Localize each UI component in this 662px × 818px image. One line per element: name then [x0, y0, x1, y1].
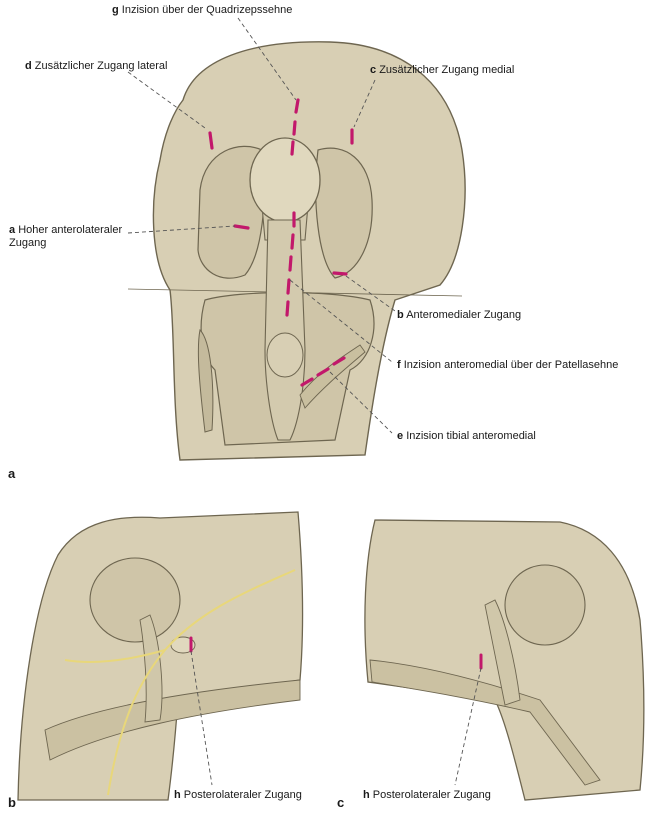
incision-g-quadriceps: [290, 140, 295, 156]
medial-tendon-c: [484, 599, 521, 706]
semimembranosus-c: [369, 659, 601, 786]
incision-b-anteromedial: [332, 271, 348, 276]
iliotibial-band-b: [44, 679, 301, 761]
incision-d-lateral: [208, 131, 214, 150]
leader-lines-panel-a: [127, 17, 396, 434]
incision-e-tibial: [316, 367, 330, 377]
patella: [249, 137, 321, 223]
leader-e: [329, 371, 393, 434]
medial-femoral-condyle: [315, 147, 373, 279]
incision-g-quadriceps: [294, 98, 300, 114]
leader-g: [237, 17, 297, 101]
label-h-posterolateral-c: h Posterolateraler Zugang: [363, 789, 491, 801]
incision-g-quadriceps: [292, 120, 297, 136]
panel-c-knee-medial: [364, 519, 645, 801]
label-c-additional-medial: c Zusätzlicher Zugang medial: [370, 64, 515, 76]
panel-label-b: b: [8, 795, 16, 810]
leader-f: [289, 279, 393, 363]
label-d-additional-lateral: d Zusätzlicher Zugang lateral: [25, 60, 168, 72]
incision-marks-panel-a: [208, 98, 354, 387]
peroneal-nerve: [64, 569, 296, 796]
fibula: [197, 328, 214, 433]
label-b-anteromedial: b Anteromedialer Zugang: [397, 309, 522, 321]
tibial-tuberosity: [266, 332, 304, 378]
lateral-femoral-condyle-b: [89, 557, 181, 643]
label-e-tibial-incision: e Inzision tibial anteromedial: [397, 430, 536, 442]
incision-f-patellar: [290, 233, 295, 250]
leader-h-c: [454, 667, 482, 786]
label-g-quadriceps-incision: g Inzision über der Quadrizepssehne: [112, 4, 293, 16]
incision-f-patellar: [286, 278, 291, 295]
fibular-head-b: [170, 636, 196, 654]
label-f-patellar-incision: f Inzision anteromedial über der Patella…: [397, 359, 619, 371]
leader-d: [127, 71, 206, 129]
leader-a: [127, 225, 236, 234]
panel-label-a: a: [8, 466, 16, 481]
patellar-tendon: [264, 219, 306, 441]
incision-a-anterolateral: [233, 224, 250, 230]
leader-c: [353, 79, 376, 128]
panel-b-knee-lateral: [17, 511, 304, 801]
label-h-posterolateral-b: h Posterolateraler Zugang: [174, 789, 302, 801]
incision-e-tibial: [300, 377, 314, 387]
incision-e-tibial: [332, 356, 346, 366]
incision-f-patellar: [288, 255, 293, 272]
medial-femoral-condyle-c: [504, 564, 586, 646]
panel-a-knee-anterior: [127, 17, 466, 461]
leader-b: [345, 275, 396, 312]
leader-h-b: [190, 650, 213, 786]
panel-label-c: c: [337, 795, 345, 810]
incision-f-patellar: [285, 300, 290, 317]
